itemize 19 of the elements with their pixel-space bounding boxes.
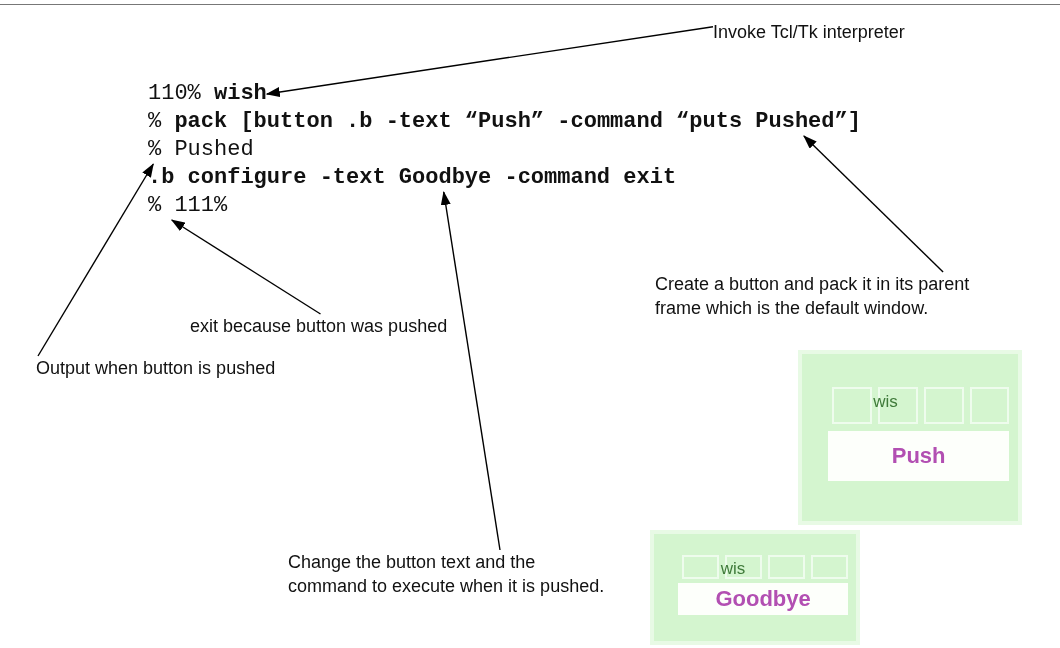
leader-line [265, 26, 714, 97]
code-line: .b configure -text Goodbye -command exit [148, 164, 677, 192]
annotation-text: Invoke Tcl/Tk interpreter [713, 20, 1003, 44]
annotation-text: Change the button text and the command to execute when it is pushed. [288, 550, 608, 598]
leader-line [37, 163, 154, 357]
leader-line [170, 219, 322, 315]
leader-line [803, 135, 944, 273]
window-title: wis [720, 558, 746, 579]
window-title: wis [873, 392, 898, 413]
annotation-text: Output when button is pushed [36, 356, 316, 380]
button-label: Goodbye [715, 586, 811, 613]
annotation-text: exit because button was pushed [190, 314, 480, 338]
code-line: % Pushed [148, 136, 254, 164]
leader-line [440, 191, 501, 551]
code-line: 110% wish [148, 80, 267, 108]
button-label: Push [891, 442, 946, 469]
code-line: % pack [button .b -text “Push” -command “puts Pushed”] [148, 108, 861, 136]
code-line: % 111% [148, 192, 228, 220]
annotation-text: Create a button and pack it in its parent frame which is the default window. [655, 272, 990, 320]
